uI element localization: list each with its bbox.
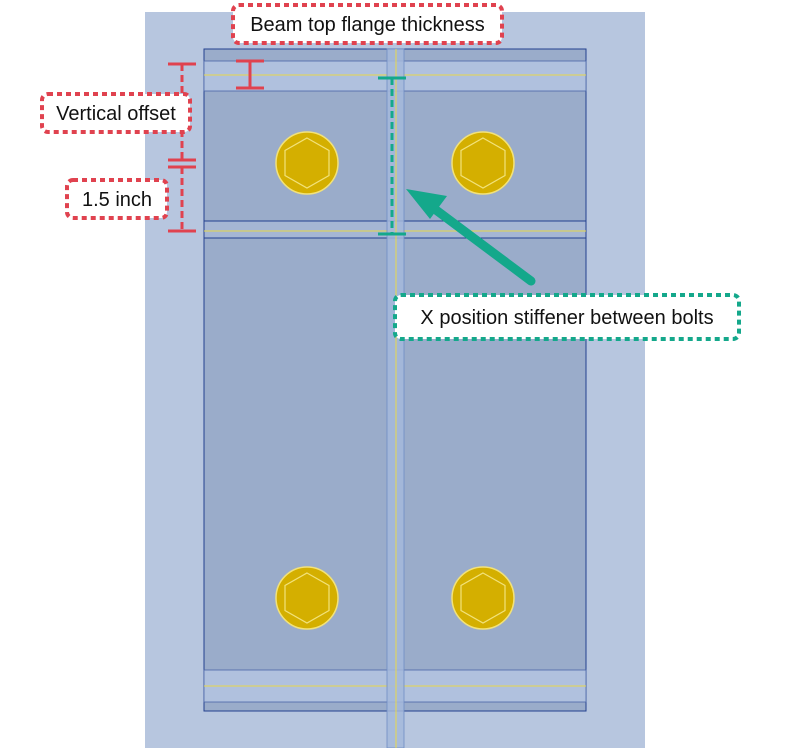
flange-thickness-dimension — [236, 59, 264, 90]
hex-bolt-icon — [460, 572, 506, 624]
hex-bolt-icon — [284, 137, 330, 189]
label-vertical-offset-text: Vertical offset — [56, 103, 176, 125]
hex-bolt-icon — [460, 137, 506, 189]
label-stiffener-position-text: X position stiffener between bolts — [420, 307, 713, 329]
label-beam-top-flange-text: Beam top flange thickness — [250, 14, 485, 36]
arrow-icon — [406, 189, 536, 286]
bolt-bottom-right — [451, 566, 515, 630]
dimension-15-inch — [168, 165, 196, 233]
label-15-inch-text: 1.5 inch — [82, 189, 152, 211]
stiffener-position-dimension — [378, 76, 406, 236]
bolt-top-right — [451, 131, 515, 195]
label-beam-top-flange: Beam top flange thickness — [231, 3, 504, 45]
label-vertical-offset: Vertical offset — [40, 92, 192, 134]
label-stiffener-position: X position stiffener between bolts — [393, 293, 741, 341]
label-15-inch: 1.5 inch — [65, 178, 169, 220]
bolt-bottom-left — [275, 566, 339, 630]
bolt-top-left — [275, 131, 339, 195]
hex-bolt-icon — [284, 572, 330, 624]
